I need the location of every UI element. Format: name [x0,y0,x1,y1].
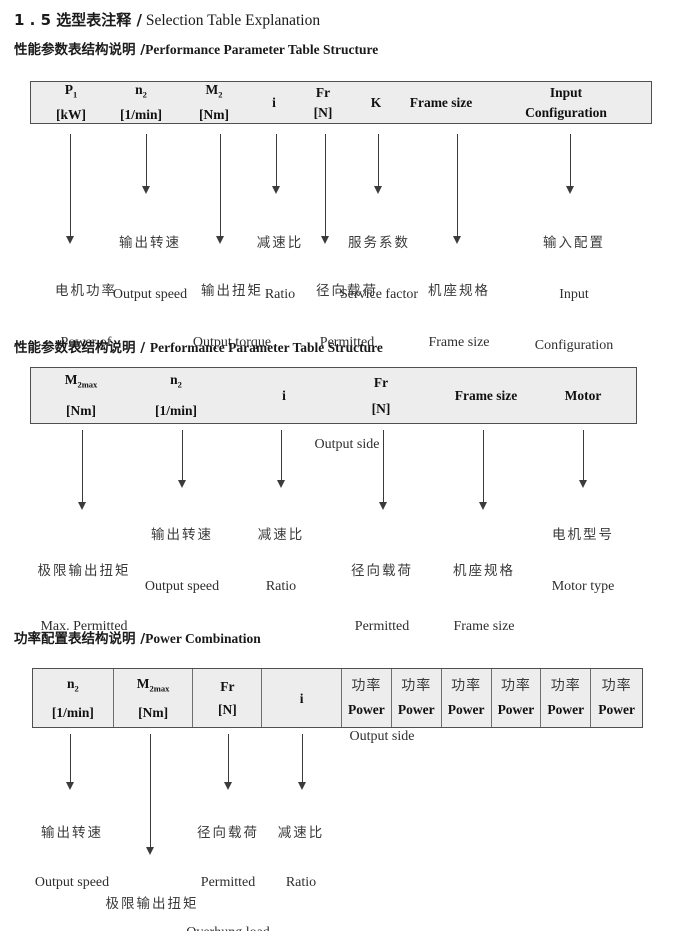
arrow-down-icon [374,134,382,194]
section3-heading-cn: 功率配置表结构说明 / [14,631,146,647]
callout-output-speed: 输出转速 Output speed [144,527,220,594]
page-title: 1 . 5 选型表注释 / Selection Table Explanatio… [14,9,320,30]
page-title-en: Selection Table Explanation [141,12,321,29]
col-header-frame-size: Frame size [409,94,473,110]
callout-frame-size: 机座规格 Frame size [428,283,490,350]
col-header-m2max: M2max[Nm] [114,669,194,727]
section2-heading: 性能参数表结构说明 / Performance Parameter Table … [14,336,383,357]
section1-heading: 性能参数表结构说明 /Performance Parameter Table S… [14,38,378,59]
callout-motor-type: 电机型号 Motor type [551,527,615,594]
col-header-motor: Motor [564,387,602,403]
col-header-n2: n2[1/min] [120,82,162,122]
arrow-down-icon [146,734,154,855]
arrow-down-icon [142,134,150,194]
col-header-m2: M2[Nm] [199,82,229,122]
col-header-i: i [272,94,276,110]
callout-input-configuration: 输入配置 Input Configuration [534,235,614,353]
callout-service-factor: 服务系数 Service factor [339,235,419,302]
callout-output-speed: 输出转速 Output speed [34,825,110,890]
callout-output-speed: 输出转速 Output speed [112,235,188,302]
col-header-n2: n2[1/min] [155,372,197,418]
section1-heading-cn: 性能参数表结构说明 / [14,42,146,58]
arrow-down-icon [479,430,487,510]
arrow-down-icon [178,430,186,488]
col-header-p1: P1[kW] [56,82,86,122]
col-header-frame-size: Frame size [454,387,518,403]
callout-overhung-load: 径向载荷 Permitted Overhung load Output side [186,825,270,931]
col-header-fr: Fr[N] [193,669,263,727]
col-header-k: K [370,94,382,110]
callout-ratio: 减速比 Ratio [257,527,305,594]
col-header-n2: n2[1/min] [33,669,114,727]
callout-ratio: 减速比 Ratio [256,235,304,302]
section2-heading-en: Performance Parameter Table Structure [149,340,383,355]
col-header-i: i [262,669,342,727]
arrow-down-icon [579,430,587,488]
performance-parameter-table-2: M2max[Nm] n2[1/min] i Fr[N] Frame size M… [30,367,637,424]
arrow-down-icon [66,734,74,790]
arrow-down-icon [379,430,387,510]
arrow-down-icon [277,430,285,488]
section1-heading-en: Performance Parameter Table Structure [145,42,379,57]
arrow-down-icon [566,134,574,194]
arrow-down-icon [453,134,461,244]
callout-frame-size: 机座规格 Frame size [453,563,515,634]
arrow-down-icon [66,134,74,244]
callout-output-torque: 输出扭矩 Output torque [192,283,272,350]
arrow-down-icon [298,734,306,790]
arrow-down-icon [321,134,329,244]
page-title-cn: 1 . 5 选型表注释 / [14,11,142,29]
callout-max-output-torque: 极限输出扭矩 Max. Permitted Output torque [105,896,199,912]
col-header-i: i [282,387,286,403]
arrow-down-icon [78,430,86,510]
col-header-fr: Fr[N] [313,84,333,120]
performance-parameter-table-1: P1[kW] n2[1/min] M2[Nm] i Fr[N] K Frame … [30,81,652,124]
callout-ratio: 减速比 Ratio [277,825,325,890]
section3-heading-en: Power Combination [145,631,261,646]
callout-overhung-load: 径向载荷 Permitted Overhung load Output side [340,563,424,744]
arrow-down-icon [272,134,280,194]
section3-heading: 功率配置表结构说明 /Power Combination [14,627,261,648]
arrow-down-icon [224,734,232,790]
col-header-fr: Fr[N] [371,374,391,416]
section2-heading-cn: 性能参数表结构说明 / [14,340,150,356]
arrow-down-icon [216,134,224,244]
col-header-m2max: M2max[Nm] [64,372,98,418]
